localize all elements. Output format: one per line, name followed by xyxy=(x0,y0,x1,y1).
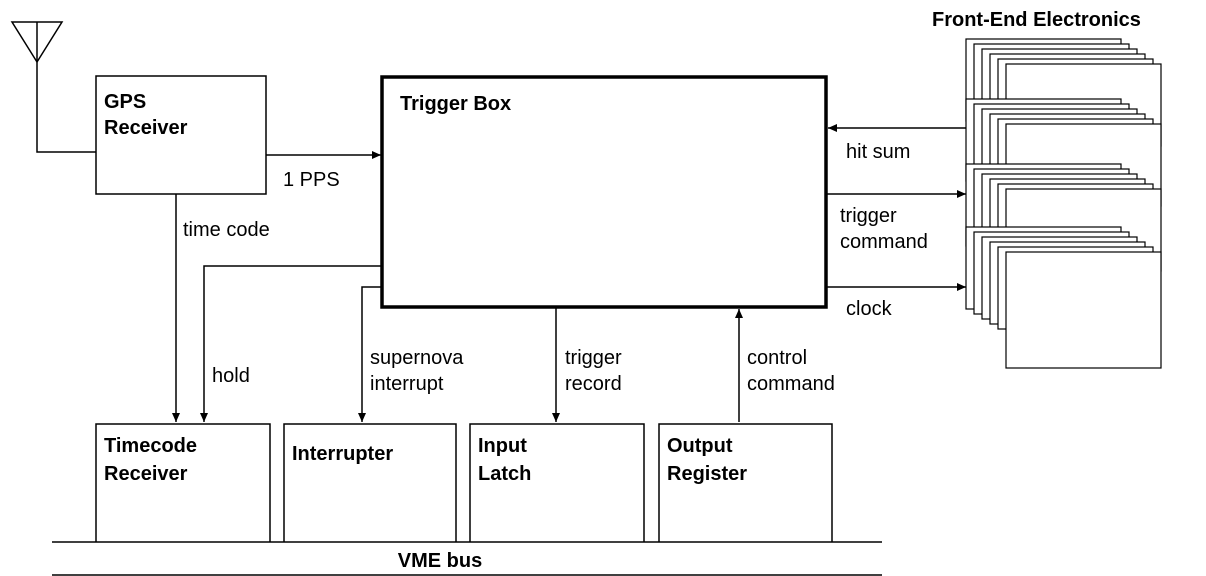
supernova-interrupt-arrow xyxy=(358,286,382,422)
gps-label-line1: GPS xyxy=(104,91,146,113)
trigger-record-label-line1: trigger xyxy=(565,347,622,369)
interrupt-label: interrupt xyxy=(370,373,444,395)
interrupter-label: Interrupter xyxy=(292,443,393,465)
front-end-card xyxy=(1005,251,1162,369)
interrupter-block: Interrupter xyxy=(283,423,457,542)
hold-arrow xyxy=(200,265,382,422)
timecode-label-line2: Receiver xyxy=(104,463,188,485)
control-command-label-line1: control xyxy=(747,347,807,369)
hit-sum-label: hit sum xyxy=(846,141,910,163)
control-command-label-line2: command xyxy=(747,373,835,395)
antenna-icon xyxy=(10,21,96,153)
clock-label: clock xyxy=(846,298,893,320)
gps-label-line2: Receiver xyxy=(104,117,188,139)
vme-bus: VME bus xyxy=(52,541,882,576)
output-register-label-line2: Register xyxy=(667,463,747,485)
front-end-title: Front-End Electronics xyxy=(932,9,1141,31)
vme-bus-label: VME bus xyxy=(398,550,482,572)
front-end-card-stack xyxy=(965,38,1162,369)
output-register-block: Output Register xyxy=(658,423,833,542)
output-register-label-line1: Output xyxy=(667,435,733,457)
trigger-command-label-line2: command xyxy=(840,231,928,253)
time-code-label: time code xyxy=(183,219,270,241)
trigger-record-label-line2: record xyxy=(565,373,622,395)
trigger-box-block: Trigger Box xyxy=(380,75,828,309)
input-latch-block: Input Latch xyxy=(469,423,645,542)
timecode-receiver-block: Timecode Receiver xyxy=(95,423,271,542)
timecode-label-line1: Timecode xyxy=(104,435,197,457)
supernova-label: supernova xyxy=(370,347,464,369)
input-latch-label-line2: Latch xyxy=(478,463,531,485)
pps-label: 1 PPS xyxy=(283,169,340,191)
trigger-command-label-line1: trigger xyxy=(840,205,897,227)
input-latch-label-line1: Input xyxy=(478,435,527,457)
hold-label: hold xyxy=(212,365,250,387)
trigger-box-label: Trigger Box xyxy=(400,93,511,115)
gps-receiver-block: GPS Receiver xyxy=(95,75,267,195)
